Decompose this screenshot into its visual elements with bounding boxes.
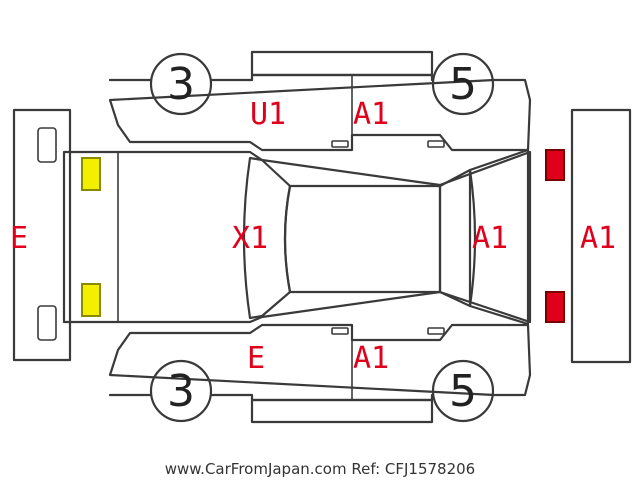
damage-code-rear-right-door: A1 (353, 341, 389, 376)
rear-right-tyre: 5 (431, 359, 495, 423)
trunk-lid (468, 148, 530, 326)
right-taillamp-red-lamp-icon (545, 291, 565, 323)
door-handle-icon (427, 327, 445, 335)
damage-code-windshield: X1 (232, 221, 268, 256)
damage-code-front-right-fender: E (247, 341, 265, 376)
damage-code-rear-window: A1 (472, 221, 508, 256)
footer-reference: www.CarFromJapan.com Ref: CFJ1578206 (165, 460, 475, 478)
car-top-view (62, 148, 532, 326)
front-left-tyre: 3 (149, 52, 213, 116)
front-bumper-panel (12, 108, 72, 362)
roof-panel (283, 184, 442, 294)
front-left-fog-lamp-icon (37, 127, 57, 163)
damage-code-rear-left-door: A1 (353, 97, 389, 132)
rear-bumper-panel (570, 108, 632, 364)
left-headlamp-yellow-lamp-icon (81, 157, 101, 191)
damage-code-front-left-fender: U1 (250, 97, 286, 132)
right-side-skirt (250, 398, 434, 424)
door-handle-icon (331, 140, 349, 148)
front-right-tyre-tread: 3 (167, 366, 195, 417)
rear-left-tyre: 5 (431, 52, 495, 116)
damage-code-rear-bumper: A1 (580, 221, 616, 256)
front-left-tyre-tread: 3 (167, 59, 195, 110)
left-taillamp-red-lamp-icon (545, 149, 565, 181)
rear-right-tyre-tread: 5 (449, 366, 477, 417)
car-right-side (108, 323, 532, 424)
front-right-fog-lamp-icon (37, 305, 57, 341)
door-handle-icon (331, 327, 349, 335)
damage-code-front-bumper: E (10, 221, 28, 256)
left-side-skirt (250, 50, 434, 77)
front-right-tyre: 3 (149, 359, 213, 423)
rear-left-tyre-tread: 5 (449, 59, 477, 110)
car-left-side (108, 50, 532, 152)
right-headlamp-yellow-lamp-icon (81, 283, 101, 317)
door-handle-icon (427, 140, 445, 148)
